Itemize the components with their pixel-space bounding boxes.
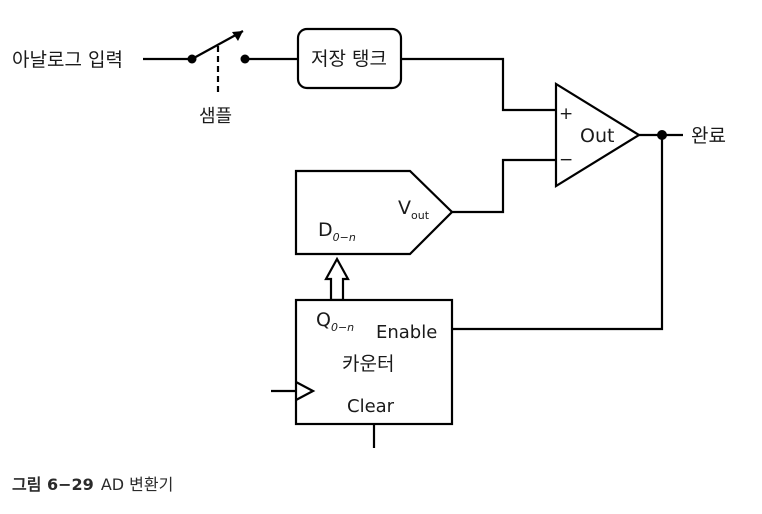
counter-block [294, 298, 454, 426]
minus-sign-label: − [559, 150, 573, 170]
dac-to-minus-wire [452, 158, 556, 214]
dac-input-main: D [318, 219, 333, 241]
counter-name-label: 카운터 [342, 353, 394, 375]
dac-vout-subscript: out [411, 209, 430, 222]
figure-title: AD 변환기 [101, 475, 174, 494]
sample-label: 샘플 [199, 106, 232, 127]
comparator-out-label: Out [580, 125, 614, 147]
counter-q-subscript: 0−n [331, 321, 354, 334]
switch-arrow-icon [232, 31, 243, 41]
tank-to-plus-wire [401, 57, 556, 112]
comparator-triangle [554, 82, 642, 188]
done-to-enable-wire [452, 135, 664, 331]
done-label: 완료 [691, 125, 726, 147]
dac-vout-label: Vout [398, 197, 430, 222]
dac-vout-main: V [398, 197, 411, 219]
bus-up-arrow-icon [324, 256, 350, 302]
counter-q-label: Q0−n [316, 309, 354, 334]
dac-block [294, 169, 454, 256]
counter-clear-label: Clear [347, 396, 395, 417]
analog-input-label: 아날로그 입력 [12, 49, 123, 71]
clock-edge-icon [295, 381, 316, 401]
figure-caption: 그림 6−29 AD 변환기 [12, 475, 173, 494]
counter-enable-label: Enable [376, 322, 437, 343]
dac-input-subscript: 0−n [333, 231, 356, 244]
plus-sign-label: + [559, 104, 573, 124]
storage-tank-label: 저장 탱크 [311, 48, 387, 70]
counter-q-main: Q [316, 309, 331, 331]
dac-input-label: D0−n [318, 219, 356, 244]
figure-number: 그림 6−29 [12, 475, 94, 494]
